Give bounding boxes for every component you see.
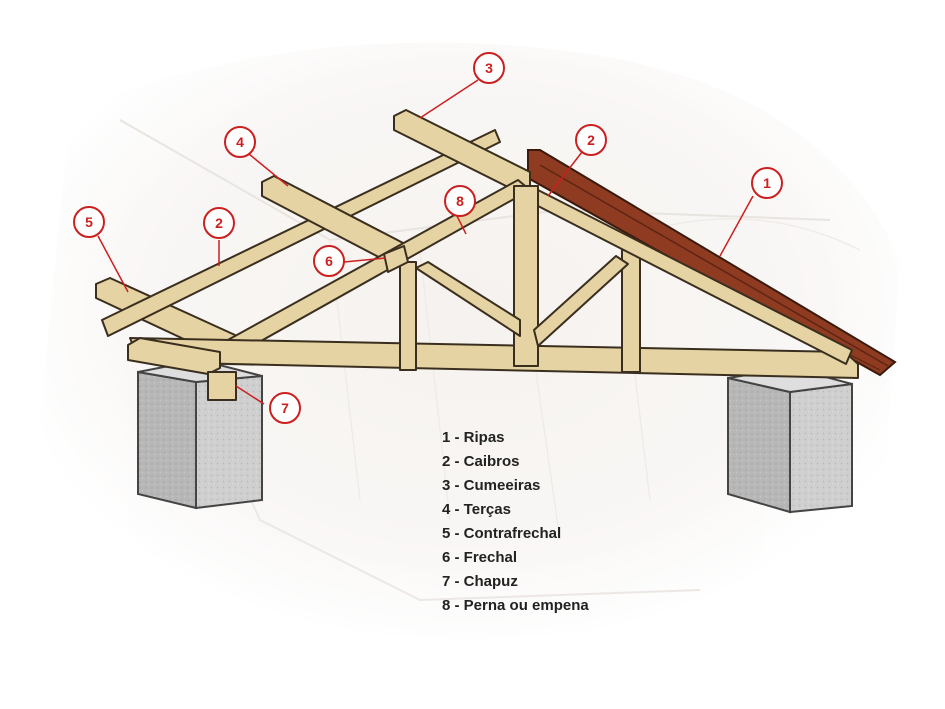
left-strut bbox=[415, 261, 521, 337]
callout-4: 4 bbox=[224, 126, 256, 158]
left-queen-post bbox=[399, 261, 417, 371]
legend-item-frechal: 6 - Frechal bbox=[442, 549, 518, 566]
callout-1: 1 bbox=[751, 167, 783, 199]
callout-2-top: 2 bbox=[575, 124, 607, 156]
frechal-block bbox=[383, 245, 409, 273]
callout-6: 6 bbox=[313, 245, 345, 277]
callout-7: 7 bbox=[269, 392, 301, 424]
svg-text:5: 5 bbox=[85, 214, 93, 230]
left-concrete-pillar bbox=[137, 358, 263, 510]
legend-item-ripas: 1 - Ripas bbox=[442, 429, 505, 446]
svg-text:2: 2 bbox=[587, 132, 595, 148]
callout-3: 3 bbox=[473, 52, 505, 84]
svg-text:8: 8 bbox=[456, 193, 464, 209]
legend-list: 1 - Ripas 2 - Caibros 3 - Cumeeiras 4 - … bbox=[442, 426, 589, 618]
svg-text:7: 7 bbox=[281, 400, 289, 416]
right-rafter bbox=[537, 189, 853, 365]
legend-item-contrafrechal: 5 - Contrafrechal bbox=[442, 525, 562, 542]
frechal-beam bbox=[127, 337, 221, 375]
left-batten bbox=[101, 129, 501, 337]
king-post bbox=[513, 185, 539, 367]
legend-item-perna-ou-empena: 8 - Perna ou empena bbox=[442, 597, 589, 614]
legend-item-tercas: 4 - Terças bbox=[442, 501, 511, 518]
right-concrete-pillar bbox=[727, 366, 853, 514]
svg-text:6: 6 bbox=[325, 253, 333, 269]
callout-5: 5 bbox=[73, 206, 105, 238]
callouts: 3 4 2 5 8 6 7 2 1 bbox=[73, 52, 783, 424]
svg-text:3: 3 bbox=[485, 60, 493, 76]
svg-text:1: 1 bbox=[763, 175, 771, 191]
svg-text:2: 2 bbox=[215, 215, 223, 231]
svg-text:4: 4 bbox=[236, 134, 244, 150]
callout-leaders bbox=[97, 79, 754, 405]
right-strut bbox=[533, 255, 629, 347]
wood-structure bbox=[95, 109, 859, 401]
chapuz-block bbox=[207, 371, 237, 401]
legend-item-chapuz: 7 - Chapuz bbox=[442, 573, 518, 590]
legend-item-cumeeiras: 3 - Cumeeiras bbox=[442, 477, 541, 494]
callout-8: 8 bbox=[444, 185, 476, 217]
legend-item-caibros: 2 - Caibros bbox=[442, 453, 520, 470]
callout-2-left: 2 bbox=[203, 207, 235, 239]
